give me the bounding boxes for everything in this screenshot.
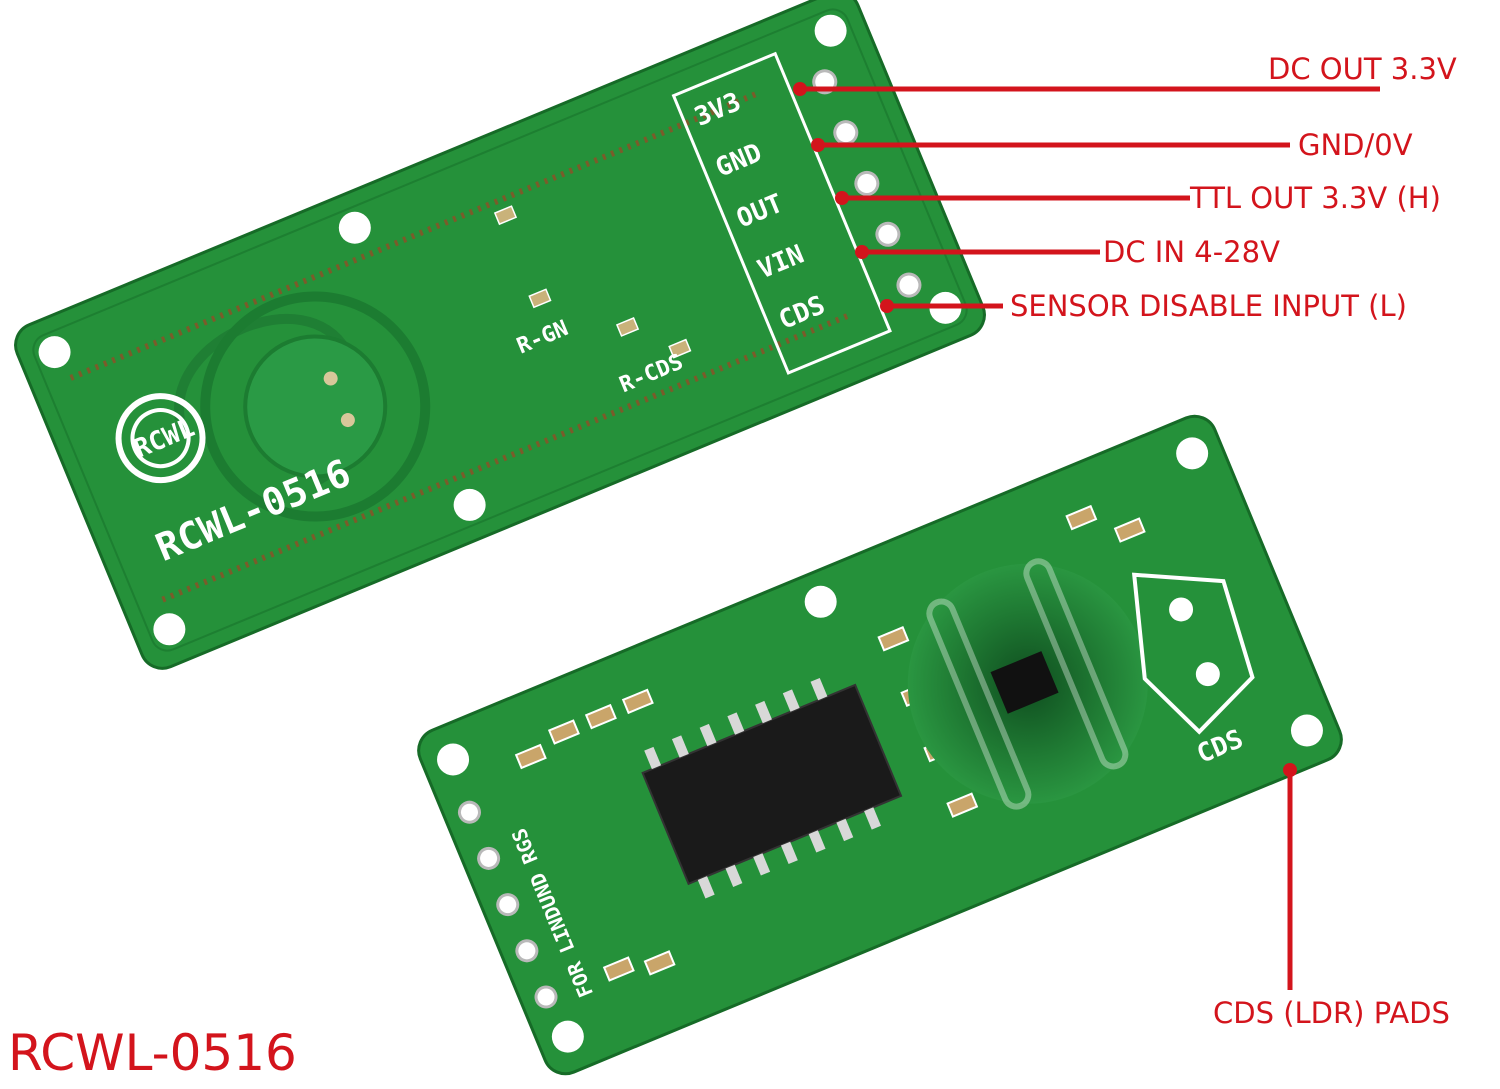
model-title: RCWL-0516 — [8, 1024, 297, 1082]
callout-sensor-disable: SENSOR DISABLE INPUT (L) — [1010, 289, 1407, 323]
callout-dc-out: DC OUT 3.3V — [1268, 52, 1457, 86]
callout-dc-in: DC IN 4-28V — [1103, 235, 1280, 269]
callout-gnd: GND/0V — [1298, 128, 1413, 162]
front-board — [14, 0, 986, 670]
callout-ttl-out: TTL OUT 3.3V (H) — [1190, 181, 1441, 215]
callout-cds-pads: CDS (LDR) PADS — [1213, 996, 1450, 1030]
callout-dots — [793, 82, 1297, 777]
callout-leaders — [800, 86, 1380, 990]
back-board — [417, 414, 1343, 1076]
